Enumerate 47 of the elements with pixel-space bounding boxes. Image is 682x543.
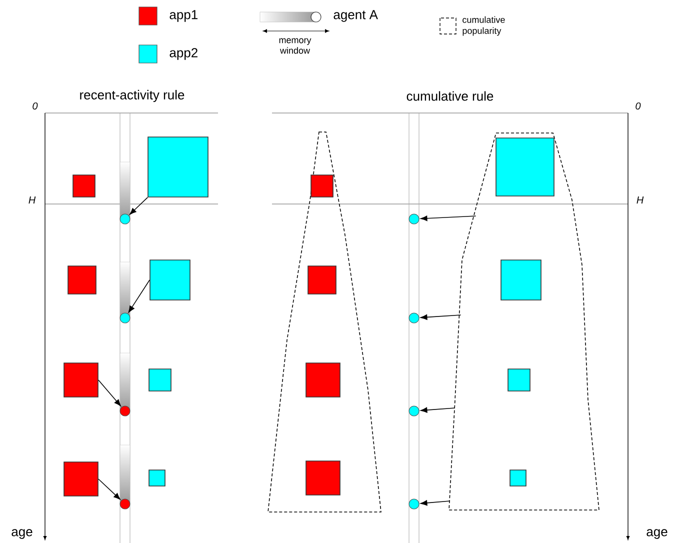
agent-dot <box>408 214 420 224</box>
arrow <box>98 478 120 500</box>
agent-dot <box>120 214 130 224</box>
legend-label: app2 <box>170 48 198 60</box>
app-square <box>500 260 542 300</box>
arrow <box>420 407 456 413</box>
agent-dot <box>408 498 420 510</box>
axis-label: age <box>646 529 668 539</box>
axis-label: H <box>636 196 644 204</box>
arrow <box>420 314 462 320</box>
app-square <box>308 266 336 294</box>
arrow <box>420 216 476 222</box>
app-square <box>150 260 190 300</box>
app-square <box>496 138 554 196</box>
app-square <box>148 368 172 392</box>
window-label: memory window <box>279 38 312 54</box>
axis-label: age <box>12 529 32 539</box>
arrow <box>420 500 450 506</box>
app-square <box>306 460 340 496</box>
app-square <box>508 368 530 392</box>
legend-label: cumulative popularity <box>462 16 505 36</box>
axis-label: H <box>28 196 36 204</box>
panel-title: recent-activity rule <box>80 90 184 102</box>
app-square <box>68 266 96 294</box>
agent-dot <box>120 498 130 510</box>
axis-label: 0 <box>636 102 641 110</box>
legend-label: agent A <box>334 10 378 22</box>
app-square <box>510 470 526 486</box>
agent-dot <box>120 406 130 416</box>
app-square <box>64 362 98 398</box>
app-square <box>306 362 340 398</box>
agent-dot <box>120 312 130 324</box>
app-square <box>64 462 98 496</box>
app-square <box>148 136 208 198</box>
arrow <box>98 380 121 406</box>
agent-dot <box>408 406 420 416</box>
panel-title: cumulative rule <box>406 91 494 101</box>
legend-label: app1 <box>170 10 198 22</box>
arrow <box>128 280 150 313</box>
arrow <box>130 197 148 215</box>
agent-dot <box>408 312 420 324</box>
app-square <box>148 470 166 486</box>
app-square <box>310 174 334 198</box>
popularity-outline <box>448 132 600 510</box>
popularity-outline <box>268 132 382 512</box>
app-square <box>72 174 96 198</box>
axis-label: 0 <box>32 102 38 110</box>
